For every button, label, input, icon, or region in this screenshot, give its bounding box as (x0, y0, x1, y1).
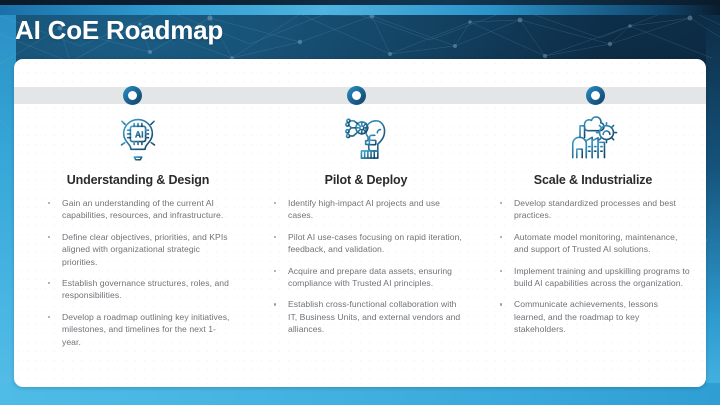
phase-heading: Understanding & Design (66, 173, 210, 187)
factory-gear-industrialize-icon (496, 111, 690, 167)
list-item: Implement training and upskilling progra… (496, 265, 690, 290)
list-item: Identify high-impact AI projects and use… (270, 197, 462, 222)
right-accent-strip (706, 10, 720, 405)
list-item: Automate model monitoring, maintenance, … (496, 231, 690, 256)
list-item: Gain an understanding of the current AI … (44, 197, 232, 222)
list-item: Communicate achievements, lessons learne… (496, 298, 690, 335)
list-item: Establish cross-functional collaboration… (270, 298, 462, 335)
content-card: Understanding & Design Gain an understan… (14, 59, 706, 387)
list-item: Establish governance structures, roles, … (44, 277, 232, 302)
phase-heading: Scale & Industrialize (533, 173, 653, 187)
top-dark-strip (0, 0, 720, 5)
list-item: Develop a roadmap outlining key initiati… (44, 311, 232, 348)
list-item: Acquire and prepare data assets, ensurin… (270, 265, 462, 290)
list-item: Define clear objectives, priorities, and… (44, 231, 232, 268)
phase-2-marker[interactable] (347, 86, 366, 105)
phase-bullet-list: Gain an understanding of the current AI … (44, 197, 232, 348)
list-item: Develop standardized processes and best … (496, 197, 690, 222)
list-item: Pilot AI use-cases focusing on rapid ite… (270, 231, 462, 256)
top-cyan-strip (0, 4, 720, 15)
phase-3-marker[interactable] (586, 86, 605, 105)
bottom-accent-strip (0, 383, 720, 405)
left-accent-strip (0, 10, 16, 405)
phase-column-pilot-deploy: Pilot & Deploy Identify high-impact AI p… (254, 111, 478, 387)
ai-head-gear-circuit-icon (270, 111, 462, 167)
phase-column-scale-industrialize: Scale & Industrialize Develop standardiz… (478, 111, 706, 387)
phase-column-understanding-design: Understanding & Design Gain an understan… (14, 111, 254, 387)
page-title: AI CoE Roadmap (15, 15, 224, 45)
phase-columns: Understanding & Design Gain an understan… (14, 111, 706, 387)
phase-heading: Pilot & Deploy (324, 173, 408, 187)
phase-1-marker[interactable] (123, 86, 142, 105)
phase-bullet-list: Identify high-impact AI projects and use… (270, 197, 462, 336)
lightbulb-ai-chip-icon (44, 111, 232, 167)
phase-bullet-list: Develop standardized processes and best … (496, 197, 690, 336)
